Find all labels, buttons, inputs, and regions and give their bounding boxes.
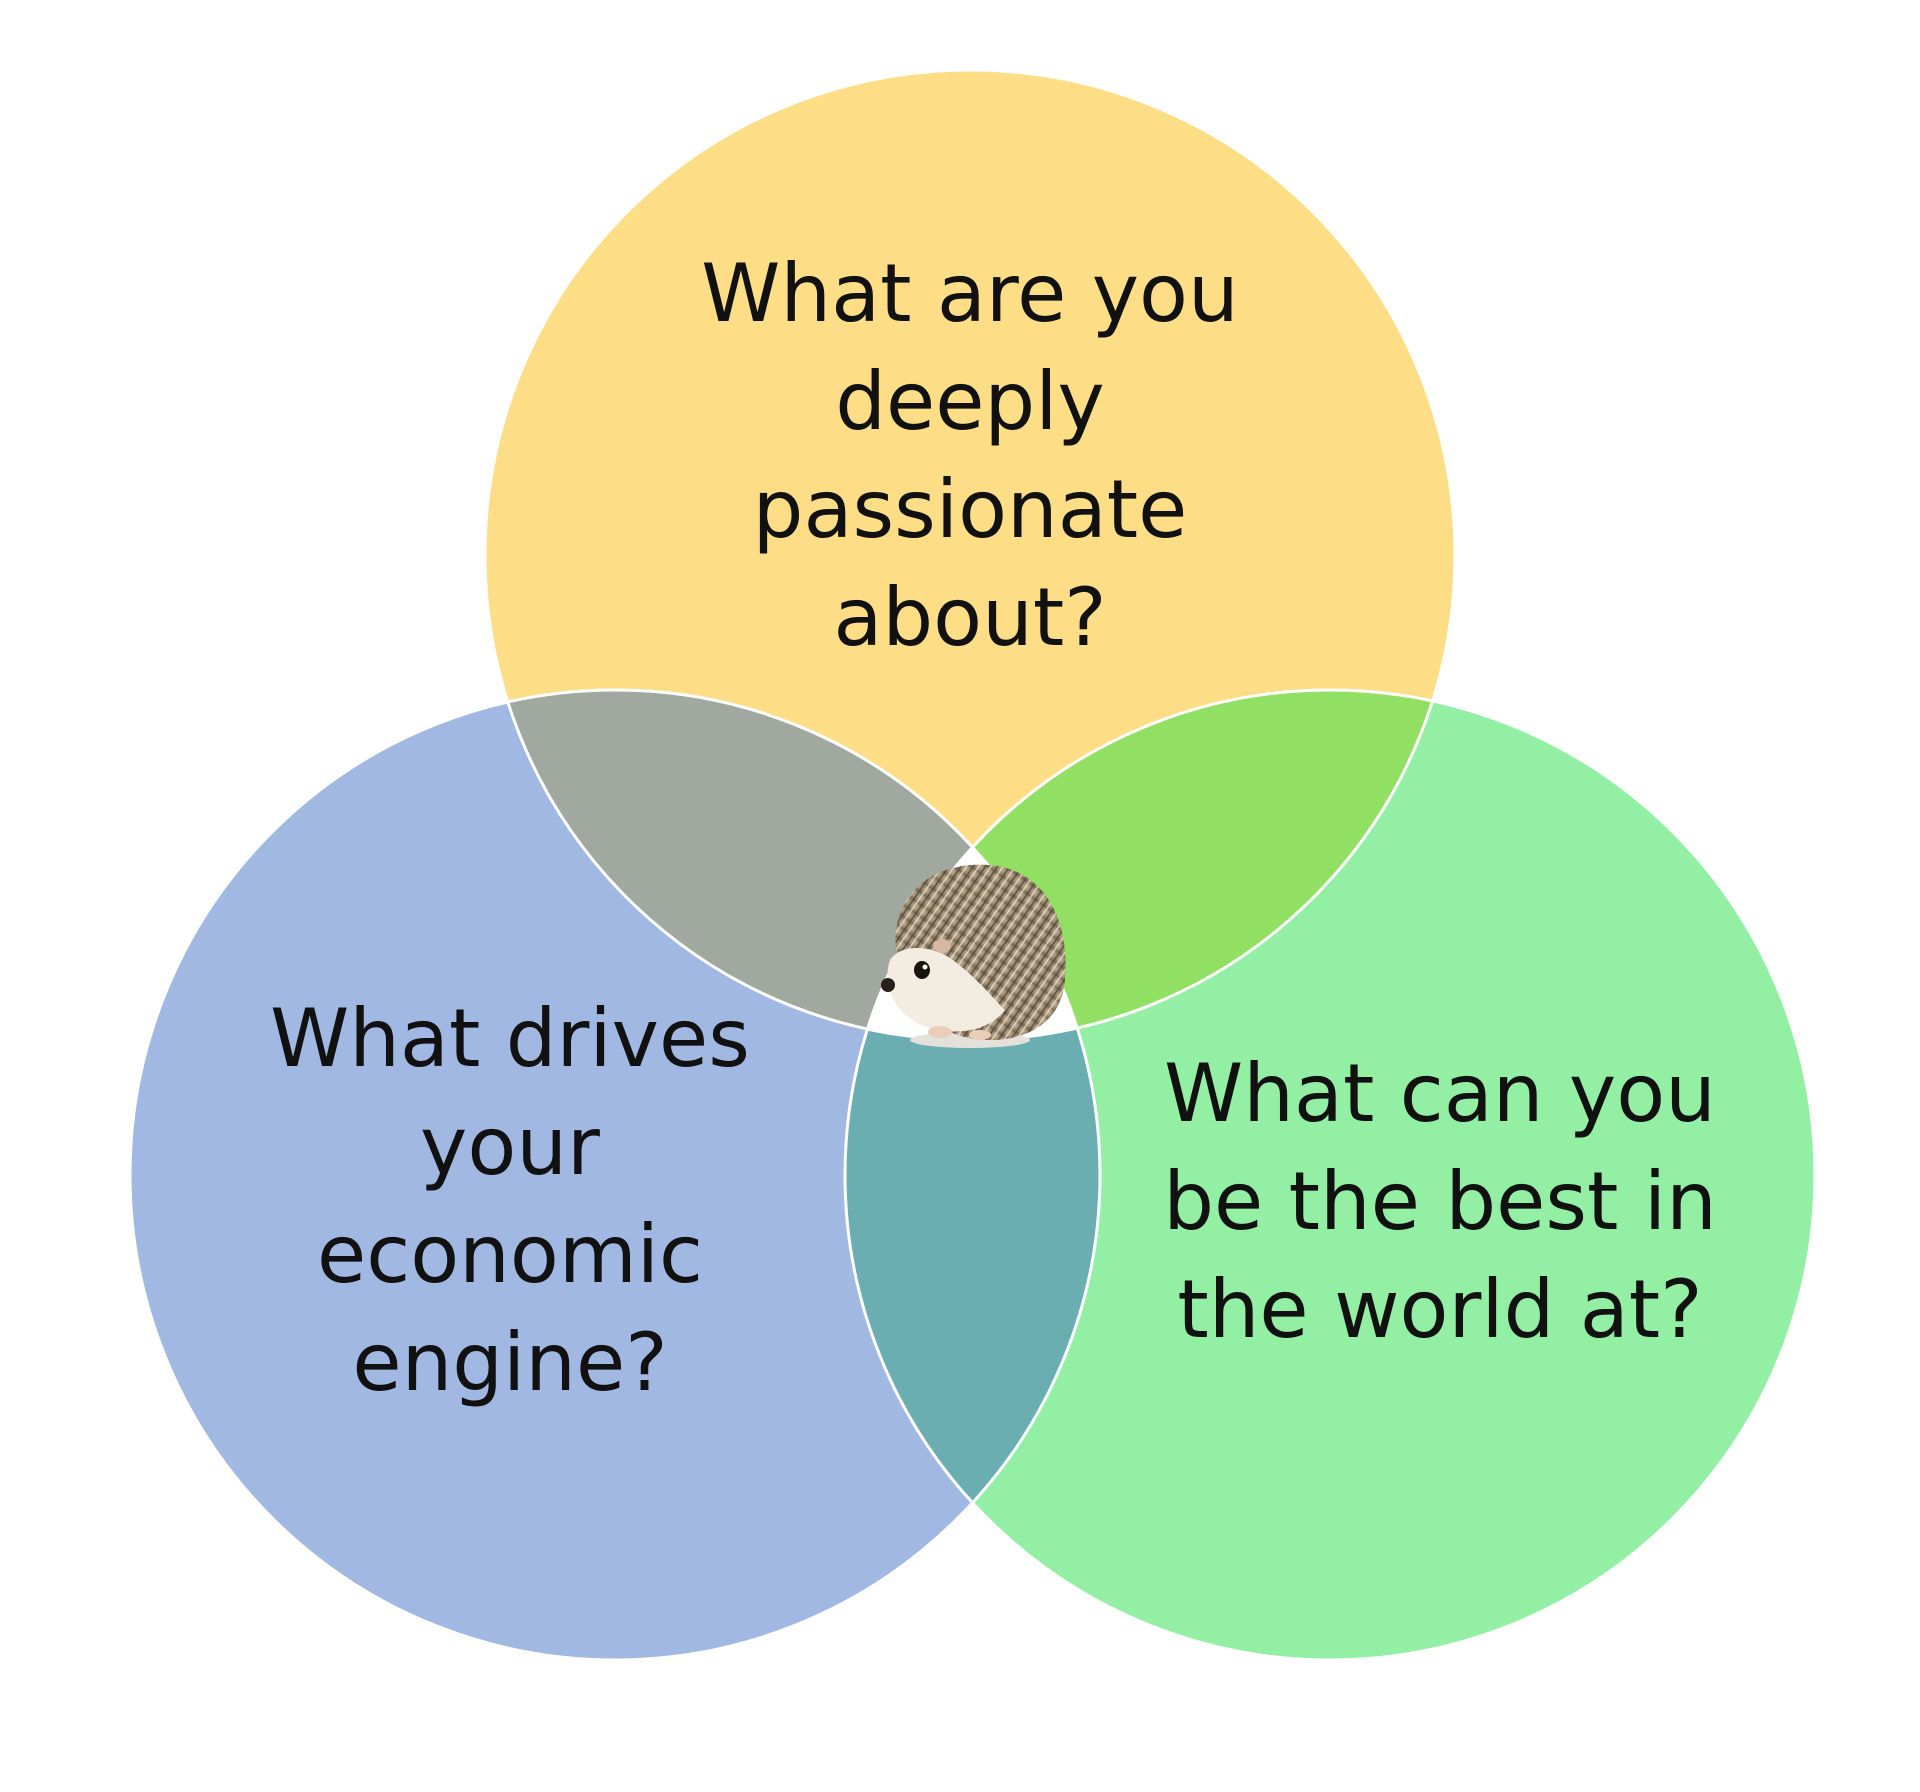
label-passion-line-1: What are you: [701, 247, 1239, 340]
label-passion-line-2: deeply: [835, 355, 1105, 448]
label-best-line-2: be the best in: [1163, 1155, 1717, 1248]
label-passion: What are you deeply passionate about?: [640, 240, 1300, 672]
overlap-passion-best: [845, 690, 1455, 1040]
hedgehog-icon: [881, 864, 1066, 1048]
label-economic-line-1: What drives: [270, 992, 750, 1085]
label-passion-line-4: about?: [833, 571, 1107, 664]
label-best-in-world: What can you be the best in the world at…: [1110, 1040, 1770, 1364]
label-economic-line-2: your: [420, 1100, 600, 1193]
label-economic-line-4: engine?: [352, 1316, 668, 1409]
label-economic-line-3: economic: [317, 1208, 703, 1301]
label-best-line-1: What can you: [1164, 1047, 1716, 1140]
label-passion-line-3: passionate: [752, 463, 1188, 556]
label-best-line-3: the world at?: [1177, 1263, 1703, 1356]
label-economic-engine: What drives your economic engine?: [170, 985, 850, 1417]
overlap-passion-economic: [485, 690, 1100, 1040]
